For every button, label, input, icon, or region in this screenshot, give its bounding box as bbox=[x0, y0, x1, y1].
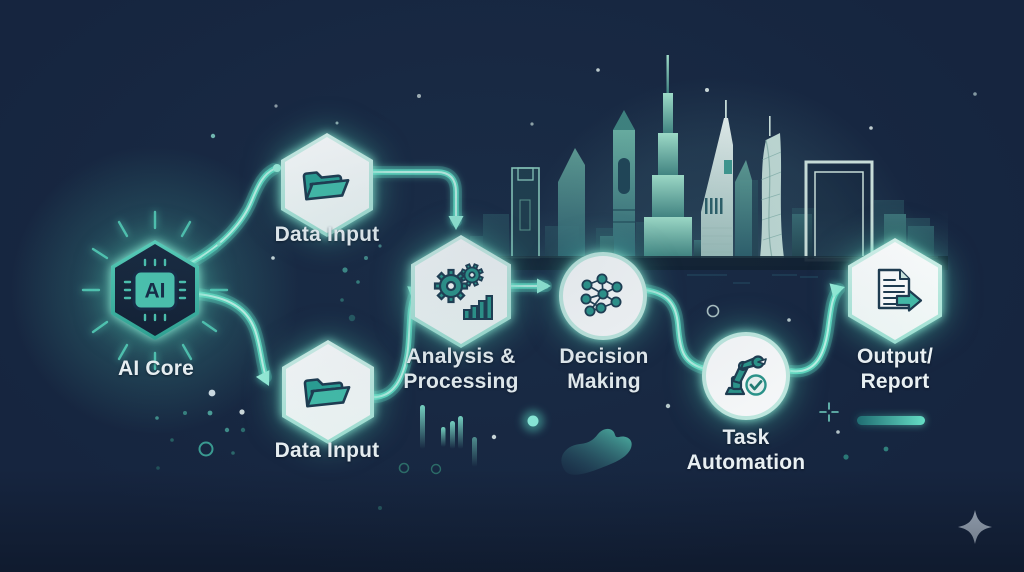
twisted-tower bbox=[760, 116, 784, 259]
label-analysis-processing: Analysis & Processing bbox=[403, 345, 519, 393]
node-data-input-bottom bbox=[282, 340, 374, 444]
abstract-hand-blob bbox=[561, 428, 632, 475]
node-output-report bbox=[848, 238, 942, 344]
emirates-tower bbox=[701, 100, 752, 258]
clock-tower bbox=[613, 110, 635, 258]
crosshair-marker bbox=[819, 402, 839, 422]
gradient-pill bbox=[857, 416, 925, 425]
edge-endpoint-dot bbox=[273, 164, 281, 172]
ai-chip-text: AI bbox=[145, 280, 166, 303]
label-data-input-top: Data Input bbox=[274, 223, 380, 246]
burj-khalifa bbox=[644, 55, 692, 258]
label-decision-making: Decision Making bbox=[559, 345, 649, 393]
folder-icon bbox=[302, 171, 350, 201]
ai-chip-icon: AI bbox=[123, 258, 187, 322]
sky-stars bbox=[274, 68, 873, 130]
node-data-input-top bbox=[281, 133, 373, 237]
ai-core-rays bbox=[81, 210, 229, 371]
node-task-automation bbox=[702, 332, 790, 420]
signal-streaks bbox=[420, 405, 477, 467]
label-task-automation: Task Automation bbox=[686, 426, 806, 474]
scatter-dots bbox=[155, 92, 977, 510]
glow-orb bbox=[522, 410, 544, 432]
label-data-input-bottom: Data Input bbox=[274, 439, 380, 462]
document-export-icon bbox=[877, 268, 923, 312]
skyline-buildings bbox=[462, 55, 948, 284]
node-decision-making bbox=[559, 252, 647, 340]
node-analysis-processing bbox=[411, 235, 511, 348]
sparkle-watermark-icon bbox=[958, 510, 992, 544]
neural-network-icon bbox=[580, 273, 623, 317]
node-ai-core: AI bbox=[111, 240, 199, 340]
label-ai-core: AI Core bbox=[117, 357, 195, 380]
gears-chart-icon bbox=[433, 262, 493, 320]
label-output-report: Output/ Report bbox=[856, 345, 934, 393]
scatter-rings bbox=[198, 304, 720, 475]
folder-icon bbox=[303, 378, 351, 408]
outlined-tower bbox=[511, 167, 540, 259]
robot-arm-check-icon bbox=[724, 355, 767, 396]
